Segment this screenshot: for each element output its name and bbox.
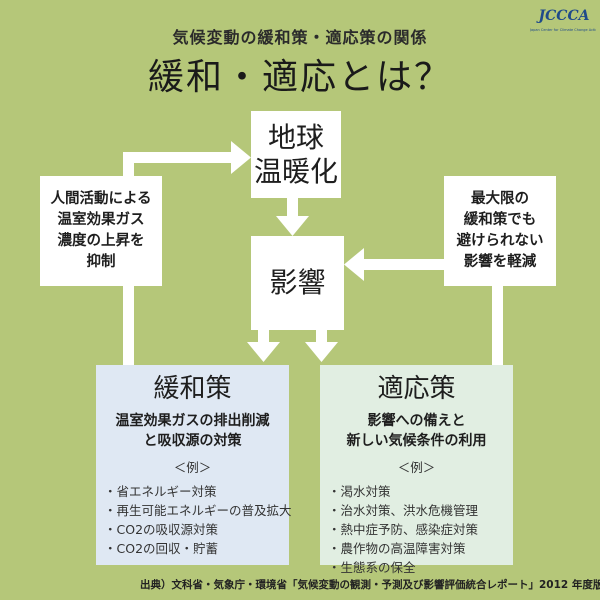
left-note-text: 人間活動による 温室効果ガス 濃度の上昇を 抑制: [50, 191, 152, 270]
mitigation-subtitle: 温室効果ガスの排出削減 と吸収源の対策: [115, 413, 270, 449]
arrow-impact-to-adaptation-shaft: [316, 330, 327, 344]
mitigation-example-label: ＜例＞: [173, 460, 212, 475]
right-note-box: 最大限の 緩和策でも 避けられない 影響を軽減: [444, 176, 556, 286]
logo-subtext: Japan Center for Climate Change Actions: [530, 28, 596, 32]
list-item: CO2の吸収源対策: [104, 520, 289, 539]
adaptation-title: 適応策: [377, 374, 456, 404]
arrowhead-to-impact: [276, 216, 309, 236]
right-note-text: 最大限の 緩和策でも 避けられない 影響を軽減: [456, 191, 544, 270]
global-warming-box: 地球 温暖化: [251, 111, 341, 198]
list-item: 生態系の保全: [328, 558, 513, 577]
list-item: 省エネルギー対策: [104, 482, 289, 501]
arrowhead-to-impact-from-right: [344, 248, 364, 281]
adaptation-example-label: ＜例＞: [397, 460, 436, 475]
arrowhead-to-adaptation: [305, 342, 338, 362]
list-item: 農作物の高温障害対策: [328, 539, 513, 558]
diagram-subtitle: 気候変動の緩和策・適応策の関係: [172, 28, 428, 47]
arrow-warming-to-impact-shaft: [287, 198, 298, 218]
arrowhead-to-warming: [231, 141, 251, 174]
global-warming-label: 地球 温暖化: [253, 120, 338, 188]
diagram-title: 緩和・適応とは？: [147, 57, 452, 98]
arrowhead-to-mitigation: [247, 342, 280, 362]
source-citation: 出典）文科省・気象庁・環境省「気候変動の観測・予測及び影響評価統合レポート」20…: [140, 579, 600, 591]
logo: JCCCA: [538, 8, 590, 24]
adaptation-panel: 適応策 影響への備えと 新しい気候条件の利用 ＜例＞ 渇水対策 治水対策、洪水危…: [320, 365, 513, 575]
list-item: 熱中症予防、感染症対策: [328, 520, 513, 539]
left-note-box: 人間活動による 温室効果ガス 濃度の上昇を 抑制: [40, 176, 162, 286]
adaptation-example-list: 渇水対策 治水対策、洪水危機管理 熱中症予防、感染症対策 農作物の高温障害対策 …: [320, 482, 513, 577]
arrow-impact-to-mitigation-shaft: [258, 330, 269, 344]
mitigation-title: 緩和策: [153, 374, 232, 404]
impact-box: 影響: [251, 236, 344, 330]
arrow-left-horizontal: [123, 152, 233, 163]
list-item: 再生可能エネルギーの普及拡大: [104, 501, 292, 520]
arrow-right-vertical: [492, 259, 503, 365]
list-item: 渇水対策: [328, 482, 513, 501]
list-item: CO2の回収・貯蓄: [104, 539, 289, 558]
list-item: 治水対策、洪水危機管理: [328, 501, 513, 520]
adaptation-subtitle: 影響への備えと 新しい気候条件の利用: [346, 413, 487, 449]
mitigation-panel: 緩和策 温室効果ガスの排出削減 と吸収源の対策 ＜例＞ 省エネルギー対策 再生可…: [96, 365, 292, 565]
arrow-right-horizontal: [362, 259, 503, 270]
impact-label: 影響: [269, 266, 326, 299]
mitigation-example-list: 省エネルギー対策 再生可能エネルギーの普及拡大 CO2の吸収源対策 CO2の回収…: [96, 482, 292, 558]
